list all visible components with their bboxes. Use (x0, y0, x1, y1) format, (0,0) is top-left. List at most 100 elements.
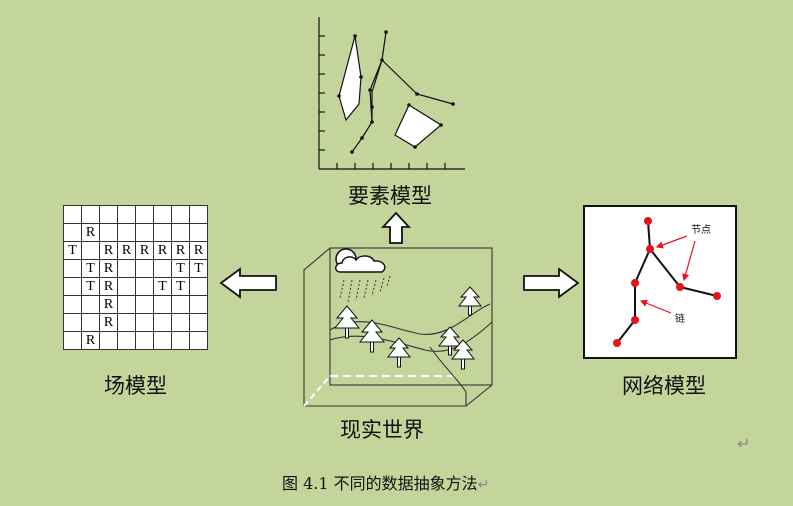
network-node (713, 292, 721, 300)
grid-cell (189, 277, 208, 296)
grid-cell (135, 295, 154, 314)
grid-cell (117, 331, 136, 350)
real-world-diagram (303, 247, 493, 407)
grid-cell (189, 295, 208, 314)
link-pointer-arrow (639, 299, 672, 314)
grid-cell (153, 205, 172, 224)
grid-cell (117, 295, 136, 314)
node-pointer-arrow (655, 235, 688, 249)
grid-cell (81, 313, 100, 332)
grid-cell (153, 223, 172, 242)
river-bank-top (329, 303, 491, 335)
caption-return-mark: ↵ (477, 477, 490, 493)
grid-cell (81, 205, 100, 224)
grid-cell (63, 295, 82, 314)
grid-cell: R (99, 241, 118, 260)
grid-row: R (63, 331, 208, 350)
grid-cell (171, 205, 190, 224)
arrow-left-icon (219, 267, 277, 299)
grid-cell (135, 259, 154, 278)
arrow-up-icon (381, 211, 411, 244)
grid-cell (117, 223, 136, 242)
grid-cell: R (135, 241, 154, 260)
grid-cell (171, 331, 190, 350)
feature-y-ticks (319, 35, 325, 151)
grid-cell: T (81, 277, 100, 296)
rain-icon (339, 275, 391, 303)
grid-cell (117, 277, 136, 296)
grid-cell (189, 223, 208, 242)
feature-model-label: 要素模型 (348, 184, 432, 208)
grid-cell (63, 313, 82, 332)
grid-cell (153, 331, 172, 350)
grid-cell (153, 259, 172, 278)
network-node (646, 245, 654, 253)
grid-cell (63, 259, 82, 278)
grid-cell (189, 313, 208, 332)
grid-cell: R (99, 277, 118, 296)
grid-cell (171, 223, 190, 242)
feature-polygon-left (338, 35, 362, 122)
grid-cell: T (63, 241, 82, 260)
grid-cell: T (81, 259, 100, 278)
network-nodes (613, 217, 721, 347)
grid-cell (99, 205, 118, 224)
grid-cell (63, 277, 82, 296)
grid-cell (153, 295, 172, 314)
grid-cell (171, 313, 190, 332)
link-label: 链 (675, 312, 685, 325)
grid-cell (189, 331, 208, 350)
grid-cell (135, 277, 154, 296)
network-node (644, 217, 652, 225)
grid-cell: R (171, 241, 190, 260)
grid-cell: R (81, 331, 100, 350)
grid-cell (117, 259, 136, 278)
grid-cell (135, 223, 154, 242)
grid-cell: R (99, 295, 118, 314)
grid-cell (189, 205, 208, 224)
network-node (631, 316, 639, 324)
grid-cell: R (117, 241, 136, 260)
grid-cell: R (81, 223, 100, 242)
world-box-back (329, 247, 493, 386)
caption-text: 图 4.1 不同的数据抽象方法 (282, 474, 478, 493)
field-model-label: 场模型 (104, 374, 167, 398)
grid-cell (117, 205, 136, 224)
grid-cell (135, 313, 154, 332)
sun-cloud-icon (335, 248, 386, 273)
grid-cell (99, 331, 118, 350)
figure-caption: 图 4.1 不同的数据抽象方法↵ (282, 470, 489, 494)
feature-x-ticks (336, 163, 446, 169)
grid-cell (63, 205, 82, 224)
grid-cell (81, 295, 100, 314)
grid-cell (81, 241, 100, 260)
network-model-diagram: 节点 链 (583, 205, 737, 359)
real-world-label: 现实世界 (340, 418, 424, 442)
grid-cell: T (171, 259, 190, 278)
grid-cell (153, 313, 172, 332)
grid-row: R (63, 313, 208, 332)
grid-cell: R (99, 259, 118, 278)
grid-row: R (63, 295, 208, 314)
grid-cell (135, 331, 154, 350)
river-bank-bottom (329, 321, 493, 352)
paragraph-mark: ↵ (737, 434, 751, 453)
feature-model-diagram (318, 17, 465, 170)
grid-cell (63, 331, 82, 350)
arrow-right-icon (523, 267, 580, 299)
grid-cell: T (189, 259, 208, 278)
tree-icons (333, 286, 483, 370)
world-box-front (303, 247, 493, 407)
node-pointer-arrow (682, 240, 696, 282)
grid-cell: R (99, 313, 118, 332)
network-model-label: 网络模型 (622, 374, 706, 398)
network-node (631, 279, 639, 287)
grid-cell: R (189, 241, 208, 260)
grid-cell: R (153, 241, 172, 260)
grid-cell: T (171, 277, 190, 296)
grid-cell (63, 223, 82, 242)
grid-cell (171, 295, 190, 314)
